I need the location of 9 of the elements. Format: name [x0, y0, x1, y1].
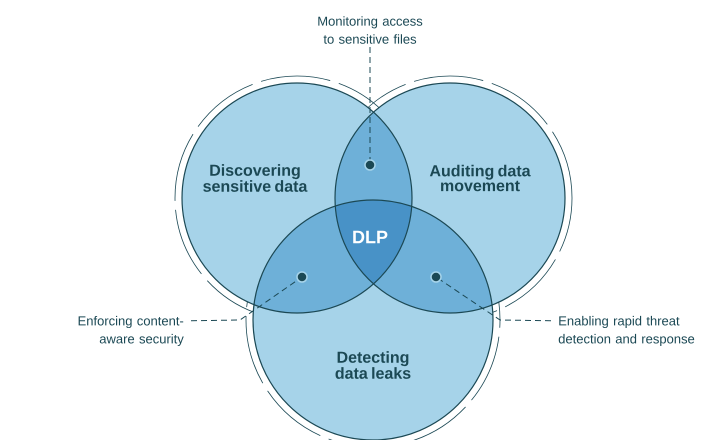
dot-marker	[430, 271, 442, 283]
callout-text: Enabling rapid threat detection and response	[558, 316, 694, 346]
dot-marker	[296, 271, 308, 283]
center-label: DLP	[353, 230, 388, 244]
dot-marker	[364, 159, 376, 171]
callout-text: Monitoring access to sensitive files	[318, 16, 422, 44]
callout-text: Enforcing content-aware security	[78, 316, 184, 346]
leader-line	[190, 280, 298, 322]
leader-line	[440, 280, 552, 322]
